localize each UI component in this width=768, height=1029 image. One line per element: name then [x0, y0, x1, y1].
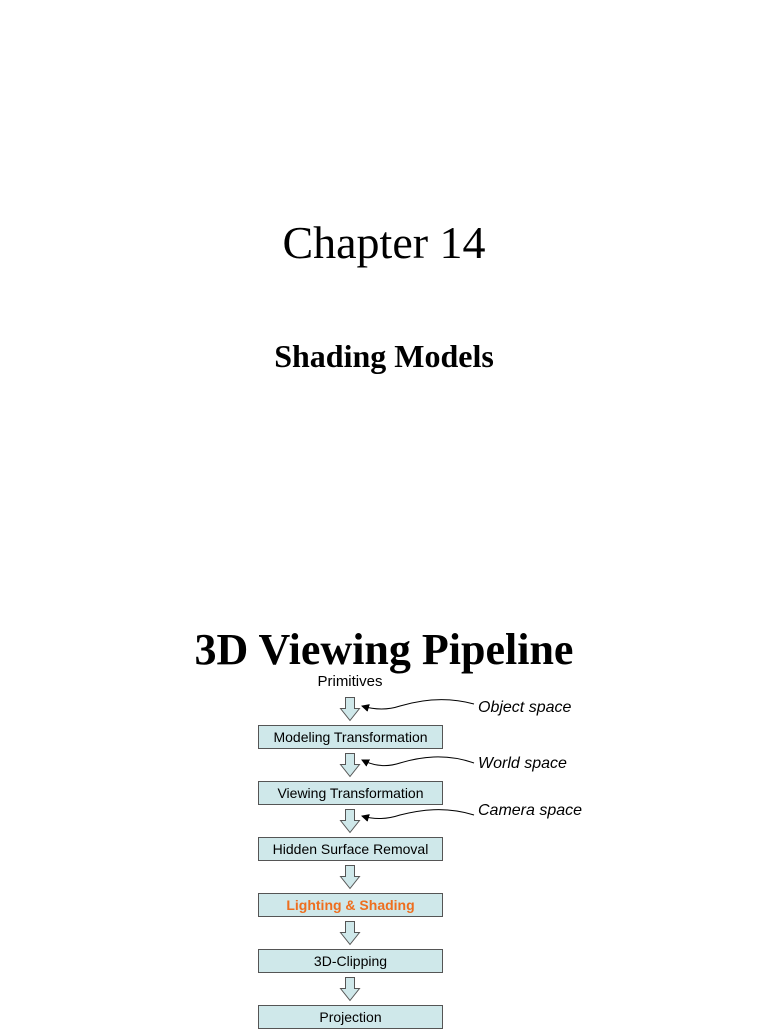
world-space-label: World space	[478, 755, 567, 772]
down-arrow-icon	[339, 697, 361, 722]
stage-box-clipping: 3D-Clipping	[258, 949, 443, 973]
down-arrow-icon	[339, 753, 361, 778]
down-arrow-icon	[339, 865, 361, 890]
pipeline-title: 3D Viewing Pipeline	[194, 625, 574, 674]
stage-box-projection: Projection	[258, 1005, 443, 1029]
title-slide: Chapter 14 Shading Models	[274, 217, 494, 374]
down-arrow-icon	[339, 977, 361, 1002]
stage-box-hidden-surface: Hidden Surface Removal	[258, 837, 443, 861]
chapter-subtitle: Shading Models	[274, 338, 494, 374]
primitives-label: Primitives	[317, 673, 383, 690]
object-space-label: Object space	[478, 699, 572, 716]
down-arrow-icon	[339, 809, 361, 834]
camera-space-label: Camera space	[478, 802, 583, 819]
down-arrow-icon	[339, 921, 361, 946]
chapter-title: Chapter 14	[282, 217, 486, 268]
callout-arrow-object-space	[361, 699, 475, 712]
stage-box-lighting: Lighting & Shading	[258, 893, 443, 917]
callout-arrow-world-space	[361, 756, 475, 767]
stage-box-modeling: Modeling Transformation	[258, 725, 443, 749]
callout-arrow-camera-space	[361, 809, 475, 822]
stage-box-viewing: Viewing Transformation	[258, 781, 443, 805]
